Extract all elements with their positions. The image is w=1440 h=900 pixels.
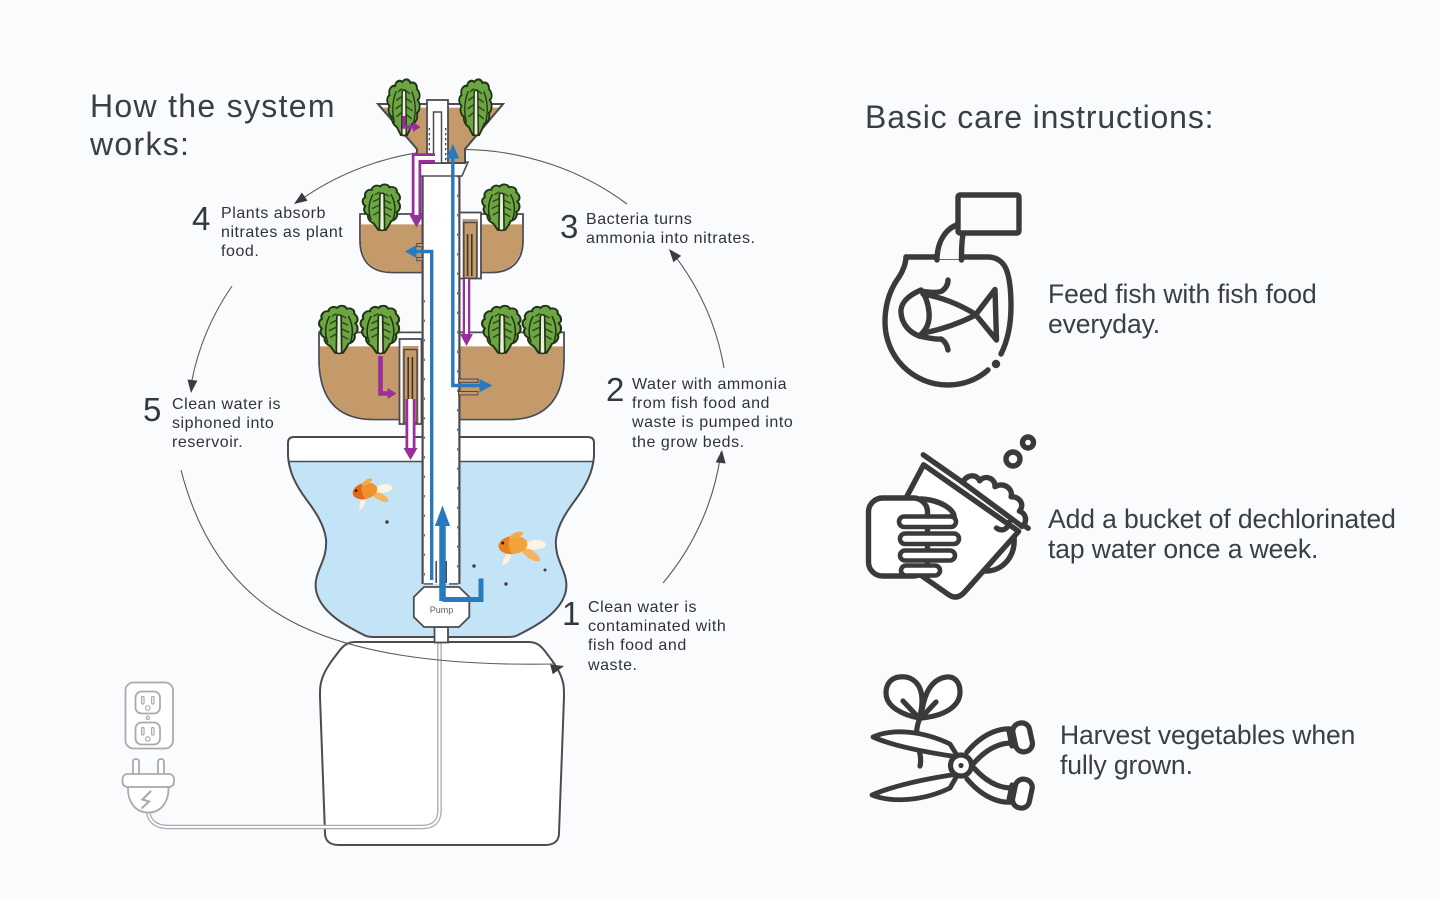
- svg-text:Pump: Pump: [430, 605, 454, 615]
